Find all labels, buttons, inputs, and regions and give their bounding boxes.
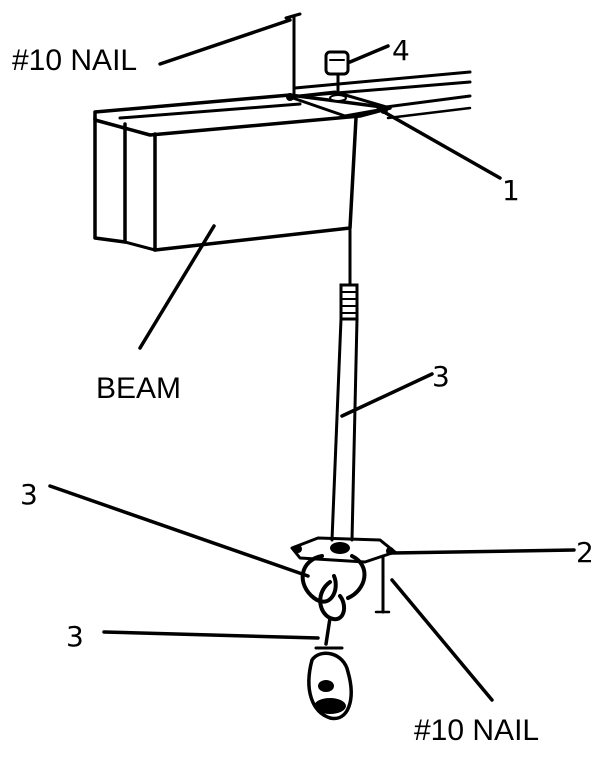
bottom-bracket-plate [290, 536, 397, 564]
callout-3-chain: 3 [66, 620, 84, 653]
leader-4 [348, 44, 390, 64]
beam [93, 93, 392, 252]
callout-3-rod: 3 [432, 360, 450, 393]
callout-4: 4 [392, 34, 410, 67]
leader-1 [382, 110, 502, 180]
bolt-nut [324, 50, 350, 102]
leader-nail-bottom [390, 578, 494, 702]
label-beam: BEAM [96, 372, 181, 405]
top-nail [284, 12, 302, 98]
leader-3-rod [340, 372, 434, 418]
bottom-nail [374, 554, 391, 614]
leader-nail-top [158, 18, 292, 66]
callout-3-left: 3 [20, 478, 38, 511]
label-nail-bottom: #10 NAIL [414, 714, 539, 747]
leader-3-chain [102, 630, 320, 640]
threaded-rod [330, 228, 359, 542]
leader-beam [138, 224, 216, 350]
leader-lines [48, 18, 576, 702]
leader-3-left [48, 484, 310, 578]
callout-1: 1 [502, 174, 520, 207]
pendant-fixture [307, 646, 353, 721]
label-nail-top: #10 NAIL [12, 44, 137, 77]
callout-2: 2 [576, 536, 594, 569]
s-hook-chain [300, 554, 367, 646]
leader-2 [390, 548, 576, 555]
